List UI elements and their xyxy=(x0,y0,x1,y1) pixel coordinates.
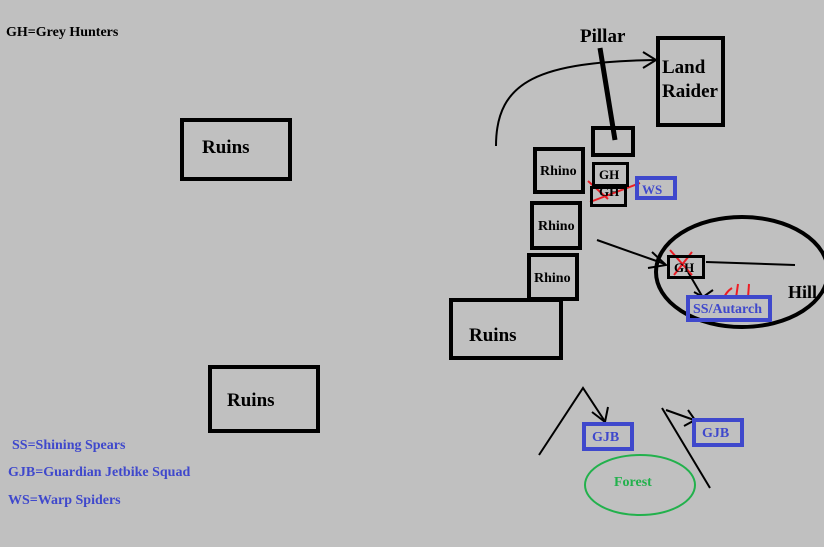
gh-label: GH xyxy=(599,167,620,182)
rhino-3: Rhino xyxy=(527,253,579,301)
gjb-right-arrow xyxy=(665,409,695,421)
pillar-label: Pillar xyxy=(580,26,626,47)
gh-hill: GH xyxy=(667,255,705,279)
ruins-top-left: Ruins xyxy=(180,118,292,181)
gjb-right-box: GJB xyxy=(692,418,744,447)
pillar-box xyxy=(591,126,635,157)
land-raider-box: Land Raider xyxy=(656,36,725,127)
gh-label: GH xyxy=(674,260,695,275)
ws-label: WS xyxy=(642,182,663,197)
rhino-2: Rhino xyxy=(530,201,582,250)
rhino-label: Rhino xyxy=(538,219,575,234)
curved-arrow xyxy=(495,59,656,147)
legend-ws: WS=Warp Spiders xyxy=(8,493,121,508)
gjb-label: GJB xyxy=(702,426,730,441)
arrow-to-hill xyxy=(596,239,666,265)
land-raider-label-line1: Land xyxy=(662,57,706,78)
ws-box: WS xyxy=(635,176,677,200)
gh-label: GH xyxy=(599,184,620,199)
legend-ss: SS=Shining Spears xyxy=(12,438,126,453)
arrow-to-hill-head xyxy=(647,251,669,269)
hill-outline xyxy=(654,215,824,329)
hill-line xyxy=(705,261,796,266)
rhino-label: Rhino xyxy=(540,164,577,179)
ss-autarch-box: SS/Autarch xyxy=(686,295,772,322)
forest-outline xyxy=(584,454,696,516)
ruins-bottom-left: Ruins xyxy=(208,365,320,433)
gjb-right-line xyxy=(661,407,711,489)
ruins-center: Ruins xyxy=(449,298,563,360)
pillar-line xyxy=(597,47,618,141)
rhino-1: Rhino xyxy=(533,147,585,194)
gjb-left-arrow xyxy=(538,386,605,456)
land-raider-label-line2: Raider xyxy=(662,81,718,102)
ruins-label: Ruins xyxy=(202,137,250,158)
forest-label: Forest xyxy=(614,475,652,490)
gjb-label: GJB xyxy=(592,430,620,445)
legend-gh: GH=Grey Hunters xyxy=(6,25,119,40)
ruins-label: Ruins xyxy=(227,390,275,411)
ss-autarch-label: SS/Autarch xyxy=(693,302,762,317)
gh-bottom: GH xyxy=(590,184,627,207)
gh-top: GH xyxy=(592,162,629,187)
gjb-left-box: GJB xyxy=(582,422,634,451)
legend-gjb: GJB=Guardian Jetbike Squad xyxy=(8,465,191,480)
hill-label: Hill xyxy=(788,282,818,302)
ruins-label: Ruins xyxy=(469,325,517,346)
red-cross-ws xyxy=(587,180,641,203)
rhino-label: Rhino xyxy=(534,271,571,286)
